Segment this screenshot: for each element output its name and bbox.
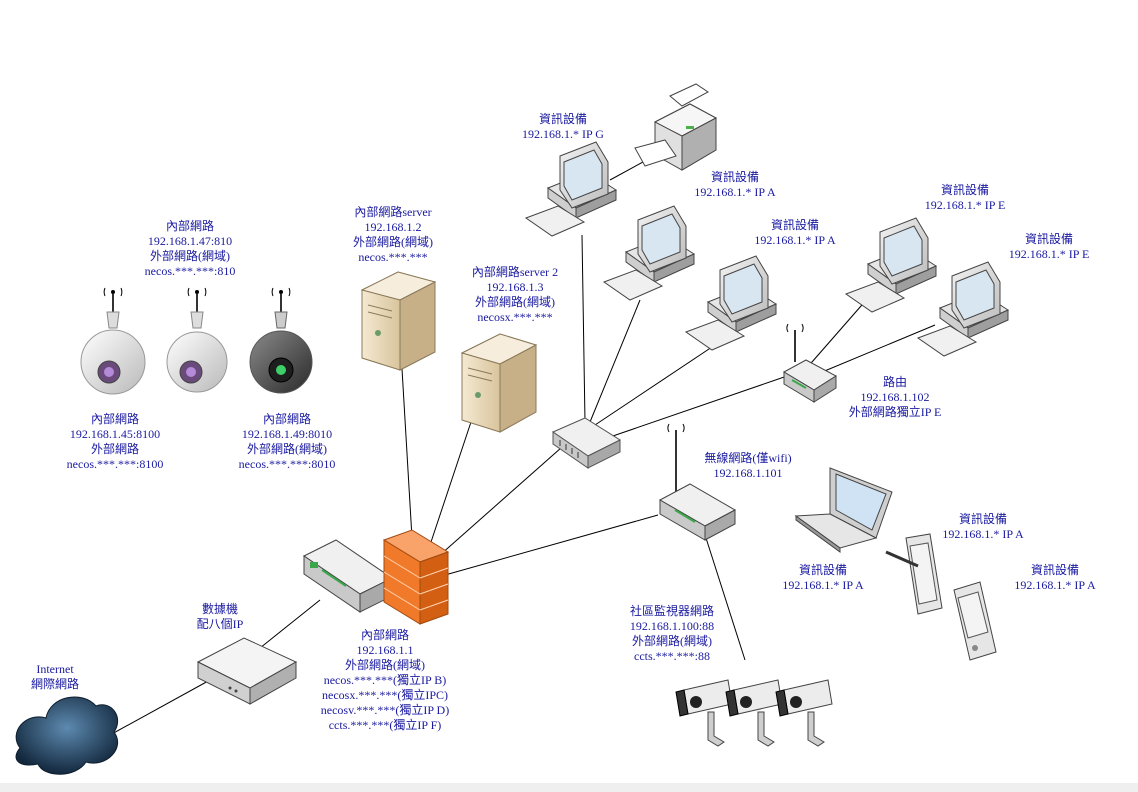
- firewall-icon: [382, 529, 450, 625]
- pc5-label: 資訊設備 192.168.1.* IP E: [1008, 232, 1090, 261]
- printer-icon: [634, 83, 718, 171]
- webcam-icon: [249, 287, 313, 394]
- tablet-icon: [885, 533, 943, 615]
- wifi-access-point-icon: [658, 423, 737, 541]
- server-icon: [460, 333, 538, 433]
- modem-label: 數據機 配八個IP: [196, 602, 244, 631]
- desktop-pc-icon: [684, 255, 778, 351]
- webcam-icon: [166, 287, 228, 393]
- webcam-left-label: 內部網路 192.168.1.45:8100 外部網路 necos.***.**…: [66, 412, 164, 471]
- webcam-right-label: 內部網路 192.168.1.49:8010 外部網路(網域) necos.**…: [238, 412, 336, 471]
- server2-label: 內部網路server 2 192.168.1.3 外部網路(網域) necosx…: [471, 265, 559, 324]
- router-label: 路由 192.168.1.102 外部網路獨立IP E: [848, 375, 942, 419]
- tablet-label: 資訊設備 192.168.1.* IP A: [942, 512, 1024, 541]
- internet-cloud-icon: [15, 696, 119, 775]
- bottom-bar: [0, 783, 1138, 792]
- pc4-label: 資訊設備 192.168.1.* IP E: [924, 183, 1006, 212]
- wifi-label: 無線網路(僅wifi) 192.168.1.101: [704, 451, 792, 480]
- webcam-icon: [80, 287, 146, 395]
- laptop-label: 資訊設備 192.168.1.* IP A: [782, 563, 864, 592]
- switch-hub-icon: [551, 417, 622, 469]
- pc-printer-label: 資訊設備 192.168.1.* IP G: [522, 112, 604, 141]
- cctv-camera-icon: [775, 679, 833, 747]
- desktop-pc-icon: [916, 261, 1010, 357]
- internet-label: Internet 網際網路: [30, 662, 79, 691]
- laptop-icon: [794, 467, 893, 553]
- main-router-label: 內部網路 192.168.1.1 外部網路(網域) necos.***.***(…: [320, 628, 450, 732]
- pc3-label: 資訊設備 192.168.1.* IP A: [754, 218, 836, 247]
- webcam-top-label: 內部網路 192.168.1.47:810 外部網路(網域) necos.***…: [144, 219, 236, 278]
- modem-icon: [196, 637, 298, 705]
- desktop-pc-icon: [524, 141, 618, 237]
- phone-label: 資訊設備 192.168.1.* IP A: [1014, 563, 1096, 592]
- pc2-label: 資訊設備 192.168.1.* IP A: [694, 170, 776, 199]
- desktop-pc-icon: [844, 217, 938, 313]
- cctv-camera-icon: [675, 679, 733, 747]
- connection-lines: [109, 149, 936, 736]
- cctv-camera-icon: [725, 679, 783, 747]
- main-router-icon: [303, 539, 393, 613]
- server-icon: [360, 271, 437, 371]
- desktop-pc-icon: [602, 205, 696, 301]
- cctv-label: 社區監視器網路 192.168.1.100:88 外部網路(網域) ccts.*…: [629, 604, 715, 663]
- router-icon: [782, 323, 837, 403]
- server1-label: 內部網路server 192.168.1.2 外部網路(網域) necos.**…: [353, 205, 433, 264]
- smartphone-icon: [953, 581, 997, 661]
